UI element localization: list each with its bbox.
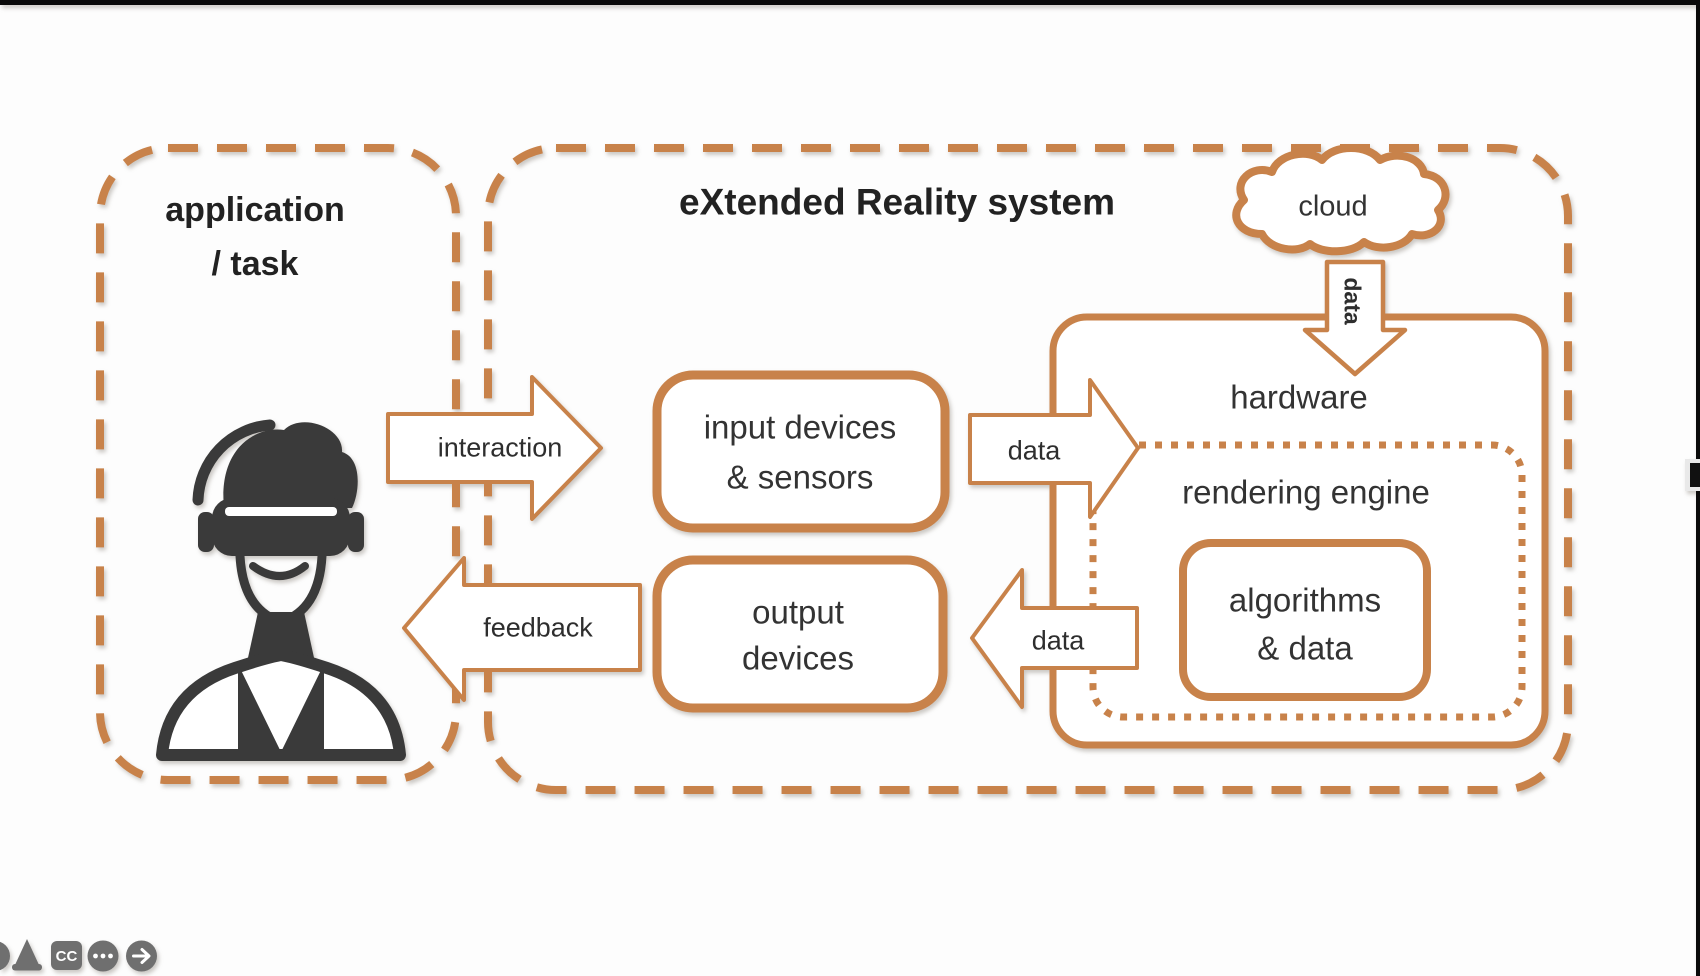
- algorithms-label-line2: & data: [1257, 629, 1353, 667]
- vr-goggles-highlight: [225, 507, 337, 516]
- headset-strap: [192, 419, 276, 506]
- feedback-arrow-label: feedback: [483, 612, 593, 643]
- data-to-output-arrow: [970, 568, 1139, 709]
- algorithms-label-line1: algorithms: [1228, 581, 1382, 619]
- cloud-data-arrow-label: data: [1339, 277, 1366, 325]
- cloud-label: cloud: [1298, 190, 1368, 223]
- application-task-dashed-box: [96, 144, 460, 784]
- right-edge-widget[interactable]: [1690, 463, 1700, 487]
- cloud-shape: [1232, 144, 1450, 256]
- output-devices-label-line1: output: [752, 593, 844, 631]
- shirt: [238, 664, 324, 752]
- input-devices-label-line1: input devices: [703, 408, 897, 446]
- interaction-arrow: [386, 375, 603, 521]
- xr-system-title: eXtended Reality system: [679, 181, 1115, 223]
- player-overlay-icons: CC: [0, 939, 157, 972]
- output-devices-label-line2: devices: [742, 639, 854, 677]
- feedback-arrow: [402, 556, 642, 702]
- vr-goggles: [212, 498, 350, 556]
- data-to-hardware-label: data: [1007, 435, 1061, 466]
- cc-badge-label: CC: [56, 948, 78, 965]
- more-options-icon[interactable]: [87, 940, 119, 972]
- rendering-engine-label: rendering engine: [1182, 473, 1430, 511]
- shoulders: [156, 649, 406, 761]
- hair: [223, 422, 358, 508]
- vr-user-icon: [156, 419, 406, 761]
- input-devices-label-line2: & sensors: [726, 458, 874, 496]
- next-arrow-icon[interactable]: [126, 940, 157, 972]
- hardware-label: hardware: [1230, 378, 1368, 416]
- data-to-hardware-arrow: [968, 378, 1140, 519]
- application-task-label-line2: / task: [211, 245, 299, 283]
- interaction-arrow-label: interaction: [437, 432, 563, 463]
- cloud-data-arrow: [1302, 259, 1408, 377]
- application-task-label-line1: application: [165, 191, 345, 229]
- closed-captions-badge[interactable]: CC: [51, 941, 82, 970]
- top-edge-bar: [0, 0, 1700, 5]
- partial-circle-icon[interactable]: [0, 941, 10, 971]
- cone-icon[interactable]: [12, 939, 42, 971]
- algorithms-data-box: [1179, 539, 1431, 701]
- smile: [249, 562, 309, 580]
- vr-goggles-right-flap: [348, 512, 364, 552]
- vr-goggles-left-flap: [198, 512, 214, 552]
- input-devices-box: [652, 370, 950, 533]
- output-devices-box: [652, 555, 948, 713]
- data-to-output-label: data: [1031, 625, 1085, 656]
